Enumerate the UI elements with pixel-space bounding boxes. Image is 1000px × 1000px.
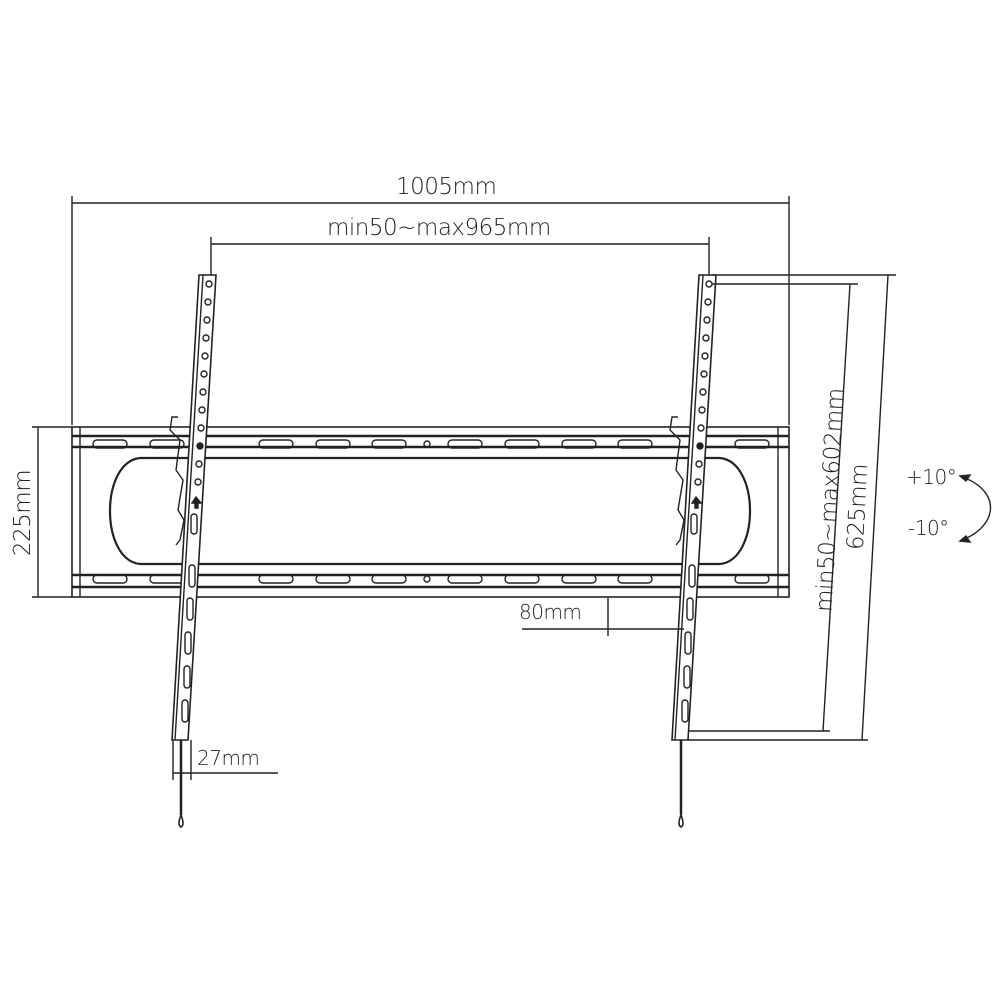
vesa-horizontal-label: min50~max965mm <box>327 215 551 241</box>
overall-width-dimension-line <box>71 196 790 425</box>
left-arm <box>169 274 217 828</box>
bottom-slot-row <box>92 574 770 584</box>
arm-width-dimension-line <box>172 740 278 780</box>
arm-height-dimension-line <box>688 274 896 741</box>
vesa-vertical-dimension-line <box>688 283 858 732</box>
tilt-arrow-icon <box>958 474 991 543</box>
tilt-up-label: +10° <box>906 465 957 489</box>
wall-depth-dimension-line <box>522 598 684 636</box>
vesa-horizontal-dimension-line <box>210 237 710 275</box>
arm-width-label: 27mm <box>197 746 260 770</box>
wall-depth-label: 80mm <box>519 600 582 624</box>
tilt-down-label: -10° <box>908 516 949 540</box>
top-slot-row <box>92 439 770 449</box>
overall-width-label: 1005mm <box>396 174 497 200</box>
plate-height-dimension-line <box>32 426 72 598</box>
right-arm <box>669 274 717 828</box>
plate-height-label: 225mm <box>10 469 36 557</box>
